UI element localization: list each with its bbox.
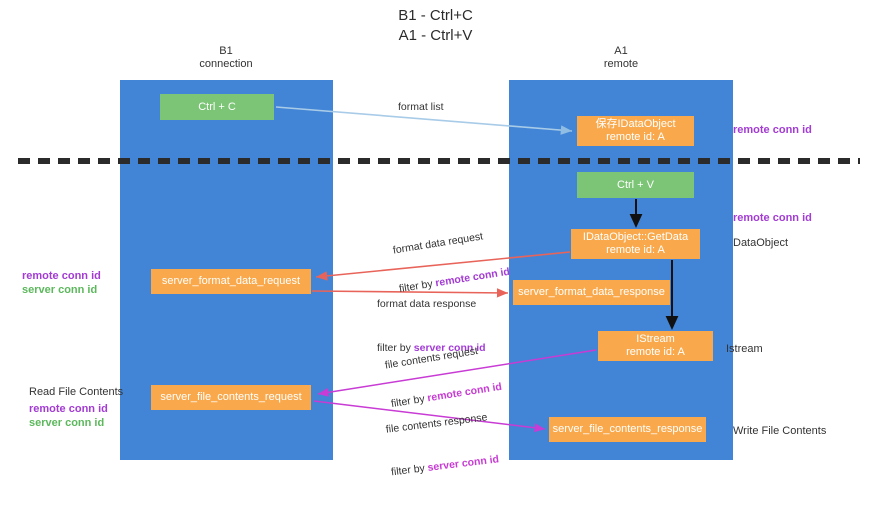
node-server-format-data-response[interactable]: server_format_data_response <box>513 280 670 305</box>
node-idataobject[interactable]: 保存IDataObject remote id: A <box>577 116 694 146</box>
annotation-remote-conn-id-mid: remote conn id <box>733 212 812 224</box>
node-ctrl-v[interactable]: Ctrl + V <box>577 172 694 198</box>
edge-label-file-contents-response-filter: filter by server conn id <box>390 453 499 479</box>
edge-label-file-contents-response-text: file contents response <box>385 411 489 436</box>
column-header-a1: A1 remote <box>603 45 639 70</box>
column-header-b1: B1 connection <box>199 45 253 70</box>
node-server-format-data-request[interactable]: server_format_data_request <box>151 269 311 294</box>
annotation-write-file-contents: Write File Contents <box>733 425 827 437</box>
edge-label-file-contents-response: file contents response filter by server … <box>382 385 503 505</box>
annotation-istream: Istream <box>726 343 763 355</box>
diagram-canvas: B1 - Ctrl+C A1 - Ctrl+V B1 connection A1… <box>18 7 860 478</box>
annotation-left-server-conn-id-mid: server conn id <box>22 284 98 296</box>
node-istream[interactable]: IStream remote id: A <box>598 331 713 361</box>
filter-prefix: filter by <box>390 462 429 479</box>
edge-label-format-data-response-text: format data response <box>377 298 477 310</box>
annotation-dataobject: DataObject <box>733 237 789 249</box>
filter-key-server-conn-id: server conn id <box>413 342 486 354</box>
node-ctrl-c[interactable]: Ctrl + C <box>160 94 274 120</box>
edge-label-format-data-response-filter: filter by server conn id <box>377 342 486 355</box>
edge-label-format-data-request-text: format data request <box>392 230 484 257</box>
annotation-left-remote-conn-id-mid: remote conn id <box>22 270 101 282</box>
edge-label-format-list: format list <box>398 101 444 113</box>
filter-key-server-conn-id: server conn id <box>426 453 500 474</box>
edge-label-file-contents-request-text: file contents request <box>384 344 479 372</box>
annotation-left-server-conn-id-bottom: server conn id <box>29 417 105 429</box>
node-server-file-contents-response[interactable]: server_file_contents_response <box>549 417 706 442</box>
annotation-read-file-contents: Read File Contents <box>29 386 124 398</box>
annotation-remote-conn-id-top: remote conn id <box>733 124 812 136</box>
node-server-file-contents-request[interactable]: server_file_contents_request <box>151 385 311 410</box>
annotation-left-remote-conn-id-bottom: remote conn id <box>29 403 108 415</box>
filter-prefix: filter by <box>377 342 414 354</box>
edge-label-format-data-response: format data response filter by server co… <box>377 272 486 381</box>
page-title: B1 - Ctrl+C A1 - Ctrl+V <box>398 7 473 44</box>
node-idataobject-getdata[interactable]: IDataObject::GetData remote id: A <box>571 229 700 259</box>
